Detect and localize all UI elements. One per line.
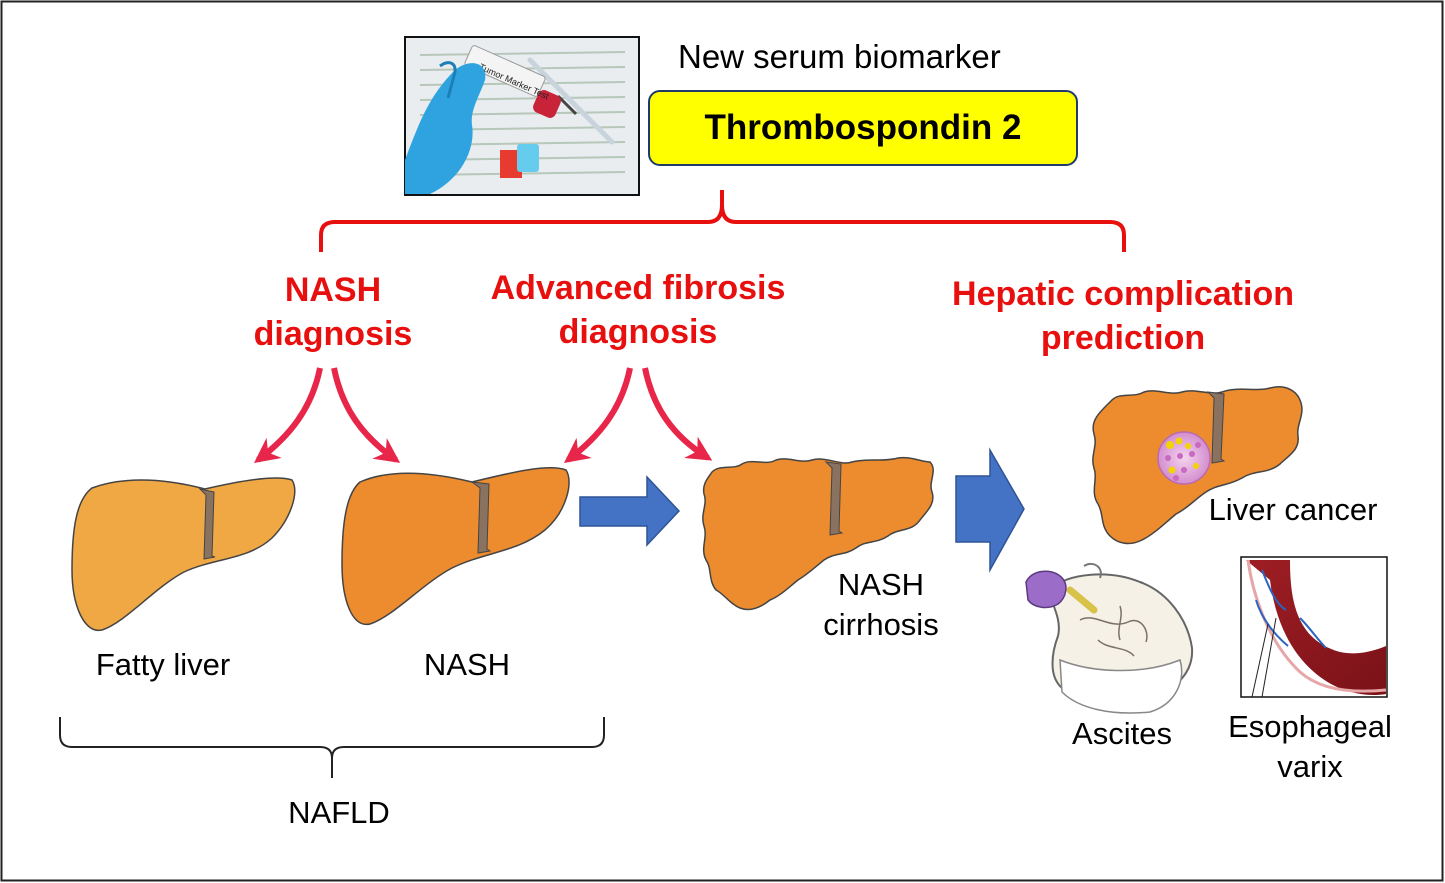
nash-liver-image — [341, 467, 570, 626]
application-fibrosis-diagnosis: Advanced fibrosis diagnosis — [490, 269, 786, 352]
label-liver-cancer: Liver cancer — [1208, 492, 1378, 527]
application-bracket — [319, 190, 1126, 252]
label-nash: NASH — [423, 647, 511, 682]
arrow-nash-to-fatty — [253, 367, 323, 464]
fatty-liver-image — [71, 477, 296, 631]
arrow-fibrosis-to-nash — [563, 367, 633, 464]
arrow-nash-to-nash — [331, 367, 401, 463]
label-nafld: NAFLD — [288, 795, 390, 830]
application-complication-prediction: Hepatic complication prediction — [952, 275, 1294, 358]
arrow-fibrosis-to-cirrhosis — [642, 367, 713, 461]
label-ascites: Ascites — [1072, 716, 1172, 751]
nafld-brace — [59, 717, 605, 778]
biomarker-box: Thrombospondin 2 — [648, 90, 1078, 166]
progression-arrow-1 — [579, 475, 681, 547]
biomarker-name: Thrombospondin 2 — [704, 108, 1022, 147]
liver-cancer-image — [1092, 386, 1303, 545]
esophageal-varix-image — [1240, 556, 1388, 698]
application-nash-diagnosis: NASH diagnosis — [253, 271, 413, 354]
label-nash-cirrhosis: NASH cirrhosis — [823, 567, 939, 643]
progression-arrow-2 — [955, 447, 1025, 573]
blood-test-photo: Tumor Marker Test — [404, 36, 640, 196]
cirrhosis-liver-image — [702, 456, 934, 611]
ascites-image — [1025, 562, 1194, 714]
biomarker-subtitle: New serum biomarker — [678, 38, 1001, 75]
label-esophageal-varix: Esophageal varix — [1228, 709, 1392, 785]
label-fatty-liver: Fatty liver — [95, 647, 231, 682]
